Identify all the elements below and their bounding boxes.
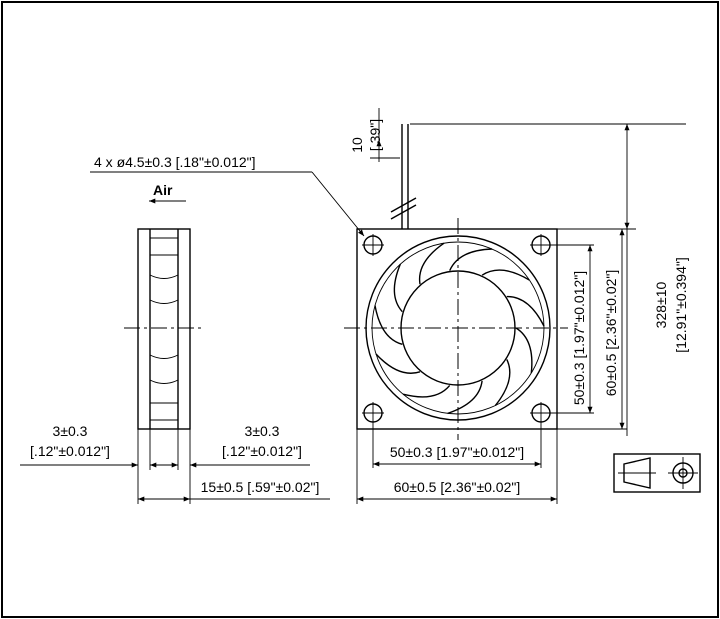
lead-wire xyxy=(390,124,417,229)
cable-dimensions: 10 [.39"] 328±10 [12.91"±0.394"] xyxy=(349,108,689,436)
hole-callout-text: 4 x ø4.5±0.3 [.18"±0.012"] xyxy=(94,154,256,170)
frame-height: 60±0.5 [2.36"±0.02"] xyxy=(603,270,619,397)
cable-length-dim-in: [12.91"±0.394"] xyxy=(673,257,689,352)
cable-length-dim: 328±10 xyxy=(653,281,669,328)
fan-blade xyxy=(393,263,403,313)
fan-blade xyxy=(494,359,511,406)
mounting-hole-top-right xyxy=(530,234,552,256)
fan-blade xyxy=(402,384,451,398)
fan-blade xyxy=(447,380,483,415)
fan-blades xyxy=(374,242,545,415)
flange-right-dim: 3±0.3 xyxy=(245,423,280,439)
cable-exit-dim: 10 xyxy=(349,137,365,153)
frame-width: 60±0.5 [2.36"±0.02"] xyxy=(394,479,521,495)
fan-blade xyxy=(481,269,530,281)
front-horizontal-dimensions: 50±0.3 [1.97"±0.012"] 60±0.5 [2.36"±0.02… xyxy=(356,424,558,504)
flange-left-dim-in: [.12"±0.012"] xyxy=(30,443,110,459)
fan-blade xyxy=(506,295,545,327)
airflow-label: Air xyxy=(153,182,173,198)
mounting-hole-bottom-right xyxy=(530,402,552,424)
hole-callout: 4 x ø4.5±0.3 [.18"±0.012"] xyxy=(90,154,365,237)
flange-right-dim-in: [.12"±0.012"] xyxy=(222,443,302,459)
side-dimensions: 3±0.3 [.12"±0.012"] 3±0.3 [.12"±0.012"] … xyxy=(20,423,330,504)
airflow-indicator: Air xyxy=(149,182,186,204)
front-view xyxy=(344,124,568,440)
side-outline xyxy=(137,228,191,430)
third-angle-projection-icon xyxy=(613,453,701,493)
fan-frame-outline xyxy=(356,228,558,430)
hole-spacing-vertical: 50±0.3 [1.97"±0.012"] xyxy=(571,271,587,405)
fan-blade xyxy=(449,248,493,271)
fan-thickness: 15±0.5 [.59"±0.02"] xyxy=(201,479,320,495)
hole-spacing-horizontal: 50±0.3 [1.97"±0.012"] xyxy=(390,444,524,460)
fan-blade xyxy=(515,327,533,374)
side-view xyxy=(124,228,204,430)
mounting-hole-top-left xyxy=(362,234,384,256)
flange-left-dim: 3±0.3 xyxy=(53,423,88,439)
fan-blade xyxy=(374,305,403,345)
fan-blade xyxy=(375,353,421,374)
fan-blade xyxy=(418,242,445,285)
front-vertical-dimensions: 50±0.3 [1.97"±0.012"] 60±0.5 [2.36"±0.02… xyxy=(552,228,627,430)
cable-exit-dim-in: [.39"] xyxy=(367,119,383,151)
mounting-hole-bottom-left xyxy=(362,402,384,424)
